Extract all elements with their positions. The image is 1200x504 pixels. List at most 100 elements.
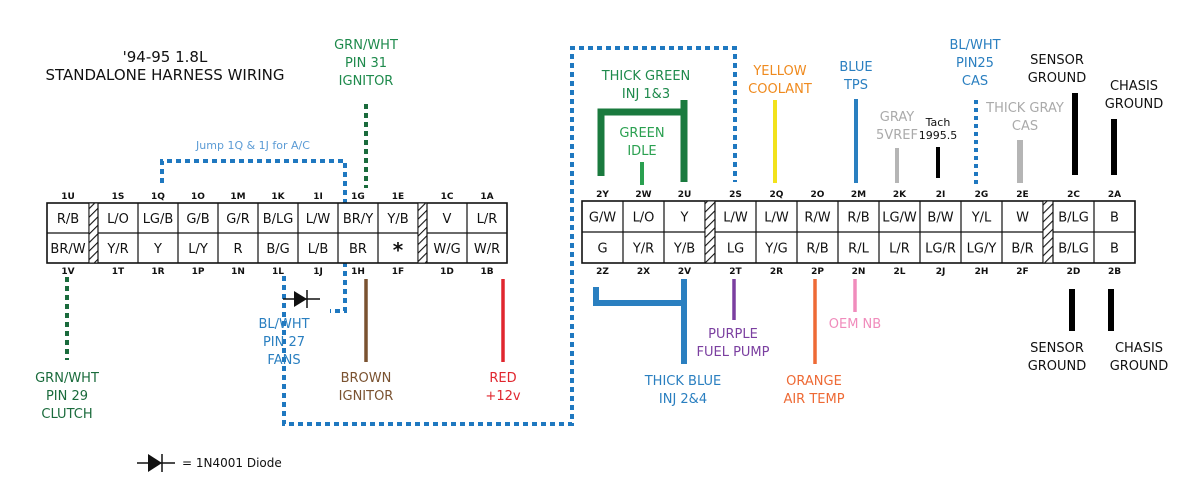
green-idle-label: IDLE [627,144,656,159]
gray-5vref-label: GRAY [880,110,914,125]
thick-blue-inj24-wire [593,287,684,306]
ignitor-31-label: GRN/WHT [334,38,398,53]
connector-2-wire-cell: B [1110,242,1119,257]
connector-2-pin-label: 2N [852,267,866,277]
connector-2-wire-cell: Y [680,211,689,226]
connector-1-pin-label: 1J [313,267,323,277]
blue-tps-label: BLUE [839,60,872,75]
connector-1-pin-label: 1A [480,192,493,202]
connector-1-pin-label: 1Q [151,192,165,202]
connector-1-wire-cell: * [393,238,404,262]
connector-2-wire-cell: LG/W [882,211,917,226]
thick-blue-inj24-label: INJ 2&4 [659,392,707,407]
connector-2-wire-cell: G [597,242,607,257]
clutch-29-label: CLUTCH [41,407,92,422]
connector-2-pin-label: 2P [811,267,824,277]
connector-2-pin-label: 2X [637,267,650,277]
connector-2-wire-cell: B/LG [1058,211,1089,226]
connector-2-pin-label: 2R [770,267,783,277]
connector-2-wire-cell: Y/L [971,211,992,226]
connector-1-wire-cell: Y/B [386,212,408,227]
connector-2-wire-cell: R/W [804,211,830,226]
connector-2-pin-label: 2Q [770,190,784,200]
connector-1-pin-label: 1H [351,267,365,277]
connector-2-wire-cell: LG/Y [967,242,997,257]
connector-1-pin-label: 1D [440,267,454,277]
connector-1-wire-cell: BR/W [50,242,85,257]
connector-2-pin-label: 2J [936,267,946,277]
connector-2-pin-label: 2U [678,190,692,200]
connector-1-wire-cell: BR [349,242,367,257]
connector-1-pin-label: 1N [231,267,245,277]
connector-1-wire-cell: R/B [57,212,79,227]
thick-green-inj13-label: THICK GREEN [601,69,691,84]
connector-2-wire-cell: B/W [927,211,953,226]
oem-nb-label: OEM NB [829,317,881,332]
connector-1-pin-label: 1M [230,192,245,202]
connector-1-pin-label: 1I [313,192,323,202]
title-line2: STANDALONE HARNESS WIRING [45,66,284,84]
connector-1-pin-label: 1V [61,267,74,277]
connector-2-key-hatch [704,200,716,264]
connector-1-wire-cell: L/B [308,242,329,257]
connector-2-pin-label: 2E [1016,190,1028,200]
connector-1-wire-cell: G/R [226,212,250,227]
brown-ignitor-label: BROWN [341,371,392,386]
legend-text: = 1N4001 Diode [182,456,282,470]
connector-1-pin-label: 1G [351,192,365,202]
connector-2-wire-cell: L/R [889,242,910,257]
orange-air-label: ORANGE [786,374,842,389]
red-12v-label: +12v [485,389,520,404]
connector-1-wire-cell: LG/B [143,212,174,227]
clutch-29-label: PIN 29 [46,389,88,404]
connector-1-wire-cell: V [443,212,452,227]
connector-2-wire-cell: L/O [633,211,655,226]
yellow-coolant-label: YELLOW [752,64,806,79]
connector-1-pin-label: 1B [480,267,493,277]
diode-icon [283,290,320,308]
connector-2-pin-label: 2D [1067,267,1081,277]
orange-air-label: AIR TEMP [783,392,844,407]
purple-fuel-label: FUEL PUMP [697,345,770,360]
connector-2-wire-cell: B/R [1011,242,1033,257]
connector-2-pin-label: 2M [851,190,866,200]
connector-1-wire-cell: R [233,242,242,257]
connector-1-wire-cell: L/Y [188,242,208,257]
connector-2-wire-cell: G/W [589,211,616,226]
connector-2-wire-cell: LG [727,242,744,257]
thick-gray-cas-label: THICK GRAY [985,101,1064,116]
connector-1-pin-label: 1T [112,267,125,277]
connector-1-wire-cell: BR/Y [343,212,373,227]
connector-2-pin-label: 2F [1016,267,1028,277]
cas-25-label: BL/WHT [949,38,1000,53]
connector-2-pin-label: 2Z [596,267,609,277]
connector-1-pin-label: 1P [192,267,205,277]
red-12v-label: RED [489,371,516,386]
sensor-ground-top-label: GROUND [1028,71,1087,86]
thick-green-inj13-label: INJ 1&3 [622,87,670,102]
connector-1-wire-cell: Y/R [106,242,128,257]
wires-layer [65,46,1117,426]
connector-1-pin-label: 1L [272,267,284,277]
connector-1-pin-label: 1C [441,192,454,202]
blue-tps-label: TPS [843,78,868,93]
cas-25-label: CAS [962,74,988,89]
connector-2-wire-cell: B [1110,211,1119,226]
connector-2-wire-cell: Y/R [632,242,654,257]
thick-gray-cas-label: CAS [1012,119,1038,134]
connector-2-wire-cell: Y/G [764,242,787,257]
chasis-ground-bottom-label: CHASIS [1115,341,1163,356]
fans-27-label: FANS [267,353,300,368]
sensor-ground-top-label: SENSOR [1030,53,1084,68]
connector-2-wire-cell: R/B [847,211,869,226]
connector-1-wire-cell: L/W [306,212,331,227]
fan-wire [282,46,737,426]
connector-1-wire-cell: L/R [477,212,498,227]
connector-2-pin-label: 2A [1108,190,1121,200]
connector-2-pin-label: 2G [975,190,989,200]
connector-2-wire-cell: B/LG [1058,242,1089,257]
connector-2-wire-cell: R/L [848,242,869,257]
purple-fuel-label: PURPLE [708,327,758,342]
connector-1-wire-cell: W/R [474,242,500,257]
